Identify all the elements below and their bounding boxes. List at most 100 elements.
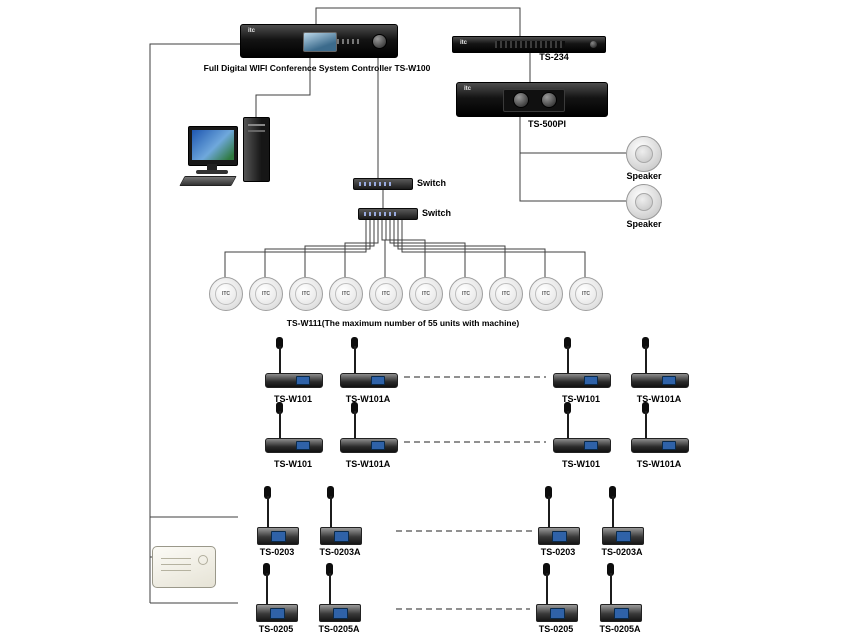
mic-screen: [616, 531, 631, 542]
wireless-mic-unit: [340, 337, 398, 388]
ceiling-unit-logo: ITC: [341, 291, 351, 297]
mic-capsule-icon: [326, 563, 333, 576]
ceiling-unit: ITC: [449, 277, 483, 311]
ceiling-unit-logo: ITC: [501, 291, 511, 297]
mic-stem: [567, 346, 569, 376]
label-mic: TS-W101: [273, 394, 313, 404]
label-mic: TS-W101A: [345, 459, 391, 469]
mic-screen: [333, 608, 348, 619]
network-switch-bottom: [358, 208, 418, 220]
mic-screen: [662, 441, 676, 450]
ceiling-unit: ITC: [289, 277, 323, 311]
wifi-ap-box: [152, 546, 216, 588]
mic-stem: [329, 573, 331, 607]
wireless-mic-unit: [340, 402, 398, 453]
pc-monitor-screen: [192, 130, 234, 160]
mic-screen: [371, 441, 385, 450]
label-ts234: TS-234: [539, 52, 569, 62]
speaker-bottom: [626, 184, 662, 220]
speaker-top: [626, 136, 662, 172]
mic-base: [538, 527, 580, 545]
ceiling-unit: ITC: [249, 277, 283, 311]
label-mic: TS-W101A: [345, 394, 391, 404]
label-ts500pi: TS-500PI: [527, 119, 567, 129]
mic-base: [265, 373, 323, 388]
label-mic: TS-0205: [538, 624, 574, 634]
ceiling-unit: ITC: [369, 277, 403, 311]
wireless-mic-unit: [631, 402, 689, 453]
mic-base: [536, 604, 578, 622]
mic-stem: [612, 496, 614, 530]
ceiling-unit: ITC: [329, 277, 363, 311]
wired-mic-unit: [600, 486, 644, 545]
controller-device-ts-w100: itc: [240, 24, 398, 58]
mic-stem: [548, 496, 550, 530]
wired-mic-unit: [317, 563, 361, 622]
wireless-mic-unit: [553, 402, 611, 453]
ceiling-unit: ITC: [409, 277, 443, 311]
controller-buttons: [337, 39, 361, 44]
ceiling-unit: ITC: [529, 277, 563, 311]
rack-ts234: itc: [452, 36, 606, 53]
brand-logo: itc: [460, 40, 468, 46]
mic-screen: [334, 531, 349, 542]
pc-monitor-base: [196, 170, 228, 174]
ceiling-unit-logo: ITC: [581, 291, 591, 297]
mic-screen: [550, 608, 565, 619]
mic-base: [319, 604, 361, 622]
label-speaker-top: Speaker: [626, 171, 662, 181]
mic-base: [257, 527, 299, 545]
mic-screen: [614, 608, 629, 619]
mic-capsule-icon: [607, 563, 614, 576]
mic-stem: [546, 573, 548, 607]
label-switch-bottom: Switch: [422, 208, 452, 218]
wired-mic-unit: [318, 486, 362, 545]
label-controller: Full Digital WIFI Conference System Cont…: [203, 63, 431, 73]
wireless-mic-unit: [553, 337, 611, 388]
mic-screen: [584, 376, 598, 385]
label-mic: TS-0203A: [319, 547, 361, 557]
mic-stem: [354, 411, 356, 441]
ceiling-unit-logo: ITC: [221, 291, 231, 297]
rack-vents: [495, 41, 565, 48]
wired-mic-unit: [536, 486, 580, 545]
label-mic: TS-W101A: [636, 459, 682, 469]
mic-base: [256, 604, 298, 622]
mic-capsule-icon: [276, 402, 283, 414]
mic-capsule-icon: [276, 337, 283, 349]
mic-capsule-icon: [564, 337, 571, 349]
mic-capsule-icon: [351, 337, 358, 349]
label-mic: TS-0203: [259, 547, 295, 557]
wireless-mic-unit: [265, 337, 323, 388]
pc-monitor: [188, 126, 238, 166]
mic-stem: [266, 573, 268, 607]
label-switch-top: Switch: [417, 178, 447, 188]
mic-base: [631, 373, 689, 388]
pc-tower: [243, 117, 270, 182]
mic-stem: [567, 411, 569, 441]
mic-base: [340, 438, 398, 453]
ceiling-unit-logo: ITC: [421, 291, 431, 297]
ceiling-unit-logo: ITC: [301, 291, 311, 297]
mic-capsule-icon: [327, 486, 334, 499]
mic-stem: [645, 346, 647, 376]
ceiling-unit: ITC: [209, 277, 243, 311]
ceiling-unit-logo: ITC: [541, 291, 551, 297]
wired-mic-unit: [598, 563, 642, 622]
mic-screen: [662, 376, 676, 385]
mic-stem: [279, 411, 281, 441]
mic-capsule-icon: [609, 486, 616, 499]
ceiling-unit-logo: ITC: [461, 291, 471, 297]
wired-mic-unit: [534, 563, 578, 622]
label-mic: TS-0205: [258, 624, 294, 634]
label-speaker-bottom: Speaker: [626, 219, 662, 229]
mic-capsule-icon: [545, 486, 552, 499]
mic-stem: [645, 411, 647, 441]
mic-capsule-icon: [264, 486, 271, 499]
mic-base: [553, 373, 611, 388]
rack-knob: [590, 41, 597, 48]
network-switch-top: [353, 178, 413, 190]
amp-knob-left: [513, 92, 529, 108]
